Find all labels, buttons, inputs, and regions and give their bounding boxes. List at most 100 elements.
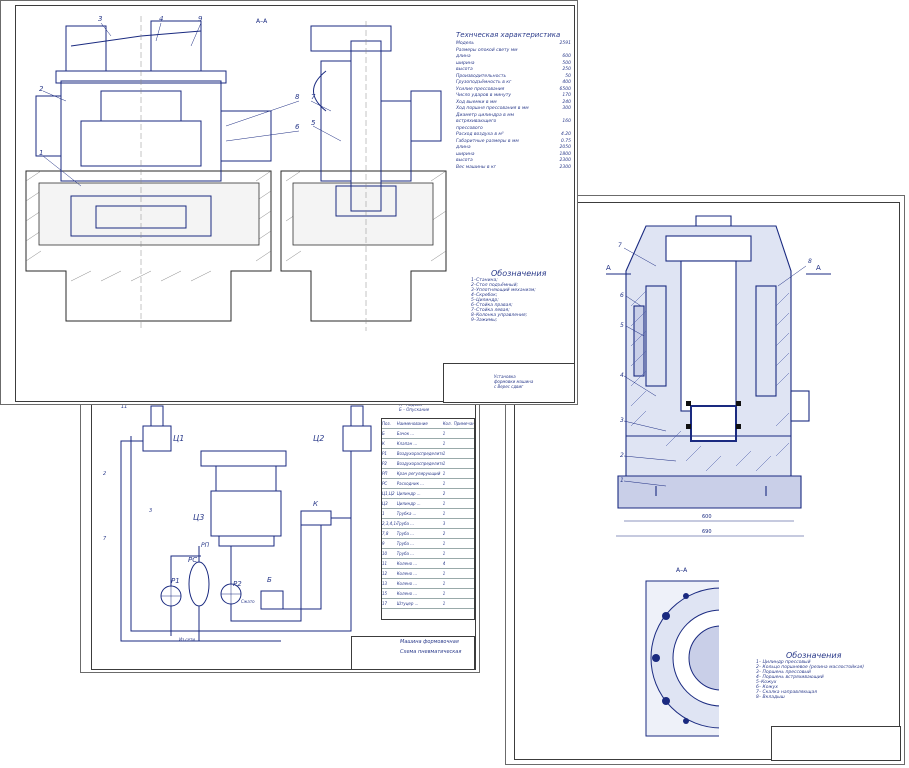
table-cell: 7,8: [382, 531, 389, 536]
table-cell: Труба ...: [396, 541, 415, 546]
table-header-cell: Примечание: [453, 421, 474, 426]
spec-label: высота: [456, 158, 473, 163]
legend-item: 8–Колонка управления;: [471, 313, 528, 318]
callout-4: 4: [159, 15, 164, 23]
legend-item: 2– Кольцо поршневое (резина маслостойкая…: [756, 665, 865, 670]
table-cell: [454, 499, 474, 508]
table-cell: 2: [442, 531, 446, 536]
legend-item: 5–Цилиндр;: [471, 298, 499, 303]
table-cell: 1: [442, 541, 446, 546]
callout-8: 8: [808, 258, 812, 265]
legend-title: Обозначения: [491, 269, 547, 278]
table-cell: 1: [442, 431, 446, 436]
table-cell: 1: [442, 481, 446, 486]
parts-table: Поз. обозначениеНаименованиеКол.Примечан…: [381, 418, 475, 620]
callout-4: 4: [620, 372, 624, 379]
spec-value: 4.20: [560, 132, 571, 137]
table-cell: 11: [382, 561, 388, 566]
table-cell: Воздухораспределитель ...: [396, 461, 443, 466]
scheme-callout: 2: [103, 471, 107, 477]
table-cell: Расходник ...: [396, 481, 425, 486]
callout-1: 1: [39, 149, 44, 157]
spec-row: прессового: [456, 126, 571, 133]
callout-3: 3: [620, 417, 624, 424]
table-cell: Колено ...: [396, 561, 418, 566]
callout-1: 1: [620, 477, 624, 484]
legend-item: 9–Зажимы;: [471, 318, 498, 323]
scheme-callout: 11: [121, 404, 128, 410]
spec-row: Модель 2591: [456, 41, 571, 48]
label-k: К: [313, 500, 318, 508]
label-b: Б: [267, 576, 272, 584]
table-cell: 1: [442, 511, 446, 516]
table-cell: [454, 489, 474, 498]
spec-value: 2050: [559, 145, 571, 150]
callout-6: 6: [620, 292, 624, 299]
table-cell: [454, 549, 474, 558]
machine-assembly-drawing: А–А: [25, 16, 447, 331]
legend-item: 3– Поршень прессовый: [756, 670, 811, 675]
spec-label: Вес машины в кг: [456, 164, 497, 170]
table-cell: 1: [442, 471, 446, 476]
label-cylinder-1: Ц1: [173, 434, 185, 443]
spec-label: Ход поршня прессования в мм: [456, 106, 529, 111]
legend-item: 4– Поршень встряхивающий: [756, 675, 824, 680]
table-cell: 1: [442, 441, 446, 446]
spec-label: прессового: [456, 125, 483, 131]
spec-value: 0.75: [560, 138, 571, 144]
drawing-frame: [15, 5, 575, 402]
spec-row: Вес машины в кг 2300: [456, 165, 571, 172]
callout-8: 8: [295, 93, 300, 101]
title-sub: Схема пневматическая: [400, 649, 462, 655]
spec-label: Габаритные размеры в мм: [456, 138, 519, 144]
cylinder-section-drawing: А А 600 690 А–А: [606, 215, 831, 746]
spec-value: 170: [562, 93, 571, 98]
spec-value: 160: [562, 119, 571, 124]
legend-item: 2–Стол подъёмный;: [471, 283, 519, 288]
spec-label: Производительность: [456, 73, 507, 79]
spec-label: ширина: [456, 60, 475, 66]
spec-label: Усилие прессования: [456, 86, 505, 92]
callout-7: 7: [311, 93, 316, 101]
table-cell: [454, 559, 474, 568]
table-cell: Труба ...: [396, 521, 415, 526]
spec-label: Модель: [456, 41, 475, 46]
spec-value: 2300: [559, 164, 571, 170]
legend-item: 7– Скалка направляющая: [756, 690, 817, 695]
callout-3: 3: [98, 15, 103, 23]
legend-item: 1–Станина;: [471, 278, 498, 283]
table-cell: 1: [442, 591, 446, 596]
callout-5: 5: [620, 322, 624, 329]
table-cell: [454, 599, 474, 608]
table-row: 9 Труба ... 1: [382, 539, 474, 549]
table-cell: [454, 529, 474, 538]
label-rs: РС: [188, 556, 198, 564]
table-cell: [454, 539, 474, 548]
spec-value: 2591: [559, 41, 571, 46]
table-cell: [454, 449, 474, 458]
table-cell: Бачок ...: [396, 431, 415, 436]
table-cell: 9: [382, 541, 385, 546]
spec-label: Ход выемки в мм: [456, 99, 497, 105]
label-cylinder-2: Ц2: [313, 434, 325, 443]
table-cell: 1: [382, 511, 385, 516]
spec-value: 1800: [559, 151, 571, 157]
title-main: Машина формовочная: [400, 639, 459, 645]
sheet-general-assembly: А–А 1 2 3 4 9 8 6 7 5 Технческая характе…: [0, 0, 578, 405]
spec-row: Размеры опокой свету мм: [456, 48, 571, 55]
table-row: Р2Воздухораспределитель ...1: [382, 459, 474, 469]
scheme-callout: 7: [103, 536, 107, 542]
table-cell: Р1: [382, 451, 387, 456]
table-cell: Колено ...: [396, 571, 418, 576]
spec-row: Диаметр цилиндра в мм: [456, 113, 571, 120]
